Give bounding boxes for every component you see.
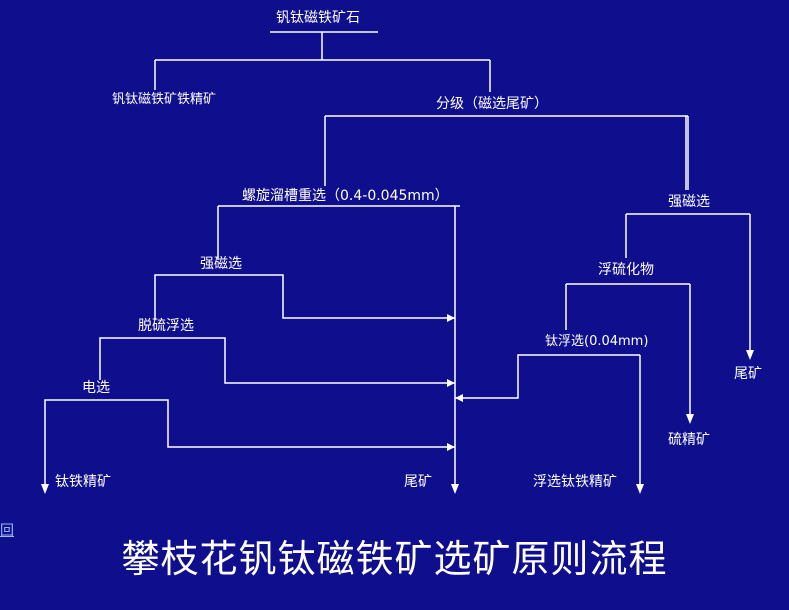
node-weak-magnetic: 强磁选 — [200, 256, 242, 272]
ti-flotation-tail-arrow — [455, 394, 463, 402]
ti-flotation-tail — [455, 354, 640, 399]
back-link[interactable]: 回 — [0, 523, 14, 539]
page-title: 攀枝花钒钛磁铁矿选矿原则流程 — [121, 537, 668, 581]
electrostatic-arrow — [447, 443, 455, 451]
node-flotation-sulfide: 浮硫化物 — [598, 262, 654, 278]
node-ti-concentrate: 钛铁精矿 — [55, 474, 111, 490]
sulfur-arrow — [686, 414, 694, 424]
node-strong-magnetic: 强磁选 — [668, 194, 710, 210]
node-ore: 钒钛磁铁矿石 — [276, 10, 360, 26]
desulfur-tail — [99, 337, 455, 384]
desulfur-arrow — [447, 379, 455, 387]
ti-concentrate-arrow — [41, 484, 49, 494]
tailings-arrow — [451, 484, 459, 494]
weak-mag-tail — [154, 274, 455, 320]
node-flotation-ti-concentrate: 浮选钛铁精矿 — [533, 474, 617, 490]
electrostatic-tail — [44, 399, 455, 488]
node-sulfur-concentrate: 硫精矿 — [668, 432, 710, 448]
node-desulfur-flotation: 脱硫浮选 — [138, 318, 194, 334]
node-electrostatic: 电选 — [82, 380, 110, 396]
node-spiral-gravity: 螺旋溜槽重选（0.4-0.045mm） — [242, 188, 449, 204]
weak-mag-arrow — [447, 314, 455, 322]
node-iron-concentrate: 钒钛磁铁矿铁精矿 — [112, 92, 217, 107]
node-tailings-center: 尾矿 — [404, 474, 432, 490]
node-classification: 分级（磁选尾矿） — [436, 96, 548, 112]
node-ti-flotation: 钛浮选(0.04mm) — [545, 334, 649, 349]
node-tailings-right: 尾矿 — [734, 366, 762, 382]
flotation-ti-concentrate-arrow — [636, 484, 644, 494]
right-tailings-arrow — [746, 350, 754, 360]
